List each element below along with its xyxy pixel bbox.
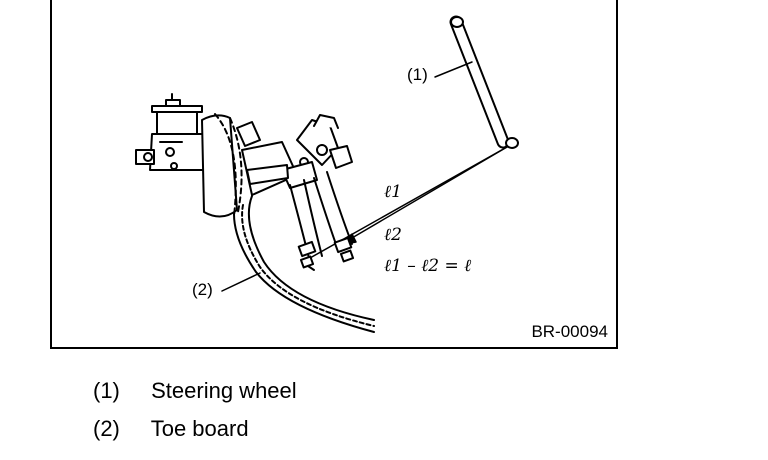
figure-frame: (1) (2) ℓ1 ℓ2 ℓ1 – ℓ2 = ℓ BR-00094	[50, 0, 618, 349]
brake-pedal-diagram	[135, 15, 519, 333]
legend-label: Steering wheel	[151, 378, 297, 403]
callout-2-leader	[221, 272, 261, 292]
clutch-pedal-arm	[313, 171, 355, 263]
legend-number: (1)	[93, 378, 120, 403]
brake-pedal-arm	[289, 179, 323, 271]
figure-code: BR-00094	[531, 322, 608, 341]
pedal-bracket	[236, 114, 353, 196]
callout-1-leader	[434, 61, 473, 78]
callout-label-2: (2)	[192, 280, 213, 299]
legend-item: (1) Steering wheel	[93, 380, 297, 402]
dimension-formula: ℓ1 – ℓ2 = ℓ	[384, 256, 472, 276]
dimension-l2-label: ℓ2	[384, 225, 402, 245]
master-cylinder	[135, 93, 223, 171]
toe-board	[233, 195, 375, 333]
legend-item: (2) Toe board	[93, 418, 249, 440]
steering-wheel-rod	[449, 15, 519, 149]
dimension-l1-label: ℓ1	[384, 182, 402, 202]
brake-booster	[201, 113, 243, 218]
legend-number: (2)	[93, 416, 120, 441]
callout-label-1: (1)	[407, 65, 428, 84]
legend-label: Toe board	[150, 416, 249, 441]
